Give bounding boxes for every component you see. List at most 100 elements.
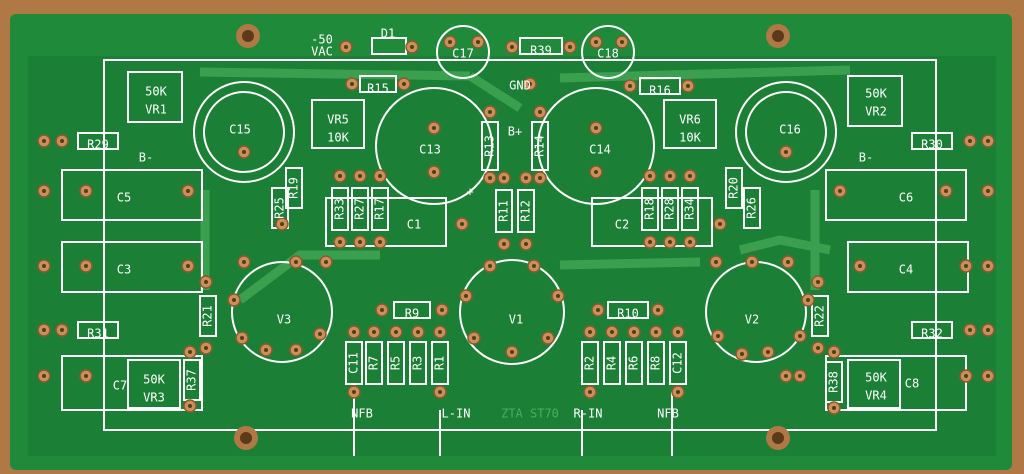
pad-drill-hole bbox=[472, 336, 476, 340]
pad-drill-hole bbox=[410, 45, 414, 49]
silk-label-vr6-value: 10K bbox=[679, 131, 701, 145]
pad-drill-hole bbox=[438, 390, 442, 394]
pad-drill-hole bbox=[476, 40, 480, 44]
pad-drill-hole bbox=[60, 328, 64, 332]
silk-label-r30: R30 bbox=[921, 138, 943, 152]
pad-drill-hole bbox=[204, 346, 208, 350]
pad-drill-hole bbox=[740, 352, 744, 356]
pad-drill-hole bbox=[42, 189, 46, 193]
pad-drill-hole bbox=[676, 330, 680, 334]
solder-pads bbox=[37, 35, 995, 415]
pad-drill-hole bbox=[42, 328, 46, 332]
silk-label-c3: C3 bbox=[117, 263, 131, 277]
silk-label-r27: R27 bbox=[353, 198, 367, 220]
pad-drill-hole bbox=[528, 82, 532, 86]
silk-label-c6: C6 bbox=[899, 191, 913, 205]
pad-drill-hole bbox=[488, 264, 492, 268]
silk-label-r19: R19 bbox=[287, 177, 301, 199]
pad-drill-hole bbox=[964, 264, 968, 268]
pad-drill-hole bbox=[716, 334, 720, 338]
pad-drill-hole bbox=[784, 374, 788, 378]
pad-drill-hole bbox=[464, 294, 468, 298]
pad-drill-hole bbox=[380, 308, 384, 312]
pad-drill-hole bbox=[986, 189, 990, 193]
pad-drill-hole bbox=[510, 350, 514, 354]
pad-drill-hole bbox=[378, 174, 382, 178]
pad-drill-hole bbox=[502, 242, 506, 246]
pad-drill-hole bbox=[188, 350, 192, 354]
silk-label-vr6: VR6 bbox=[679, 113, 701, 127]
silk-label-r28: R28 bbox=[663, 198, 677, 220]
silk-label-c16: C16 bbox=[779, 123, 801, 137]
pad-drill-hole bbox=[372, 330, 376, 334]
silk-label-r11: R11 bbox=[497, 200, 511, 222]
silk-label-vr5: VR5 bbox=[327, 113, 349, 127]
silk-label-vr4-value: 50K bbox=[865, 371, 887, 385]
pad-drill-hole bbox=[718, 222, 722, 226]
pad-drill-hole bbox=[60, 139, 64, 143]
silk-label-r37: R37 bbox=[185, 369, 199, 391]
silk-label-r26: R26 bbox=[745, 197, 759, 219]
pad-drill-hole bbox=[460, 222, 464, 226]
pad-drill-hole bbox=[394, 330, 398, 334]
pad-drill-hole bbox=[750, 260, 754, 264]
silk-label-l-in: L-IN bbox=[442, 407, 471, 421]
silk-label-c11: C11 bbox=[347, 352, 361, 374]
silk-label-r-in: R-IN bbox=[574, 407, 603, 421]
silk-label-nfb-left: NFB bbox=[351, 407, 373, 421]
silk-label-c5: C5 bbox=[117, 191, 131, 205]
pad-drill-hole bbox=[294, 348, 298, 352]
silkscreen-frame bbox=[103, 59, 937, 431]
silk-label-r21: R21 bbox=[201, 305, 215, 327]
resistor-outlines bbox=[77, 75, 953, 403]
silk-label-r4: R4 bbox=[605, 356, 619, 370]
silk-label-r13: R13 bbox=[483, 135, 497, 157]
silk-label-r16: R16 bbox=[649, 84, 671, 98]
pad-drill-hole bbox=[204, 280, 208, 284]
pad-drill-hole bbox=[242, 260, 246, 264]
silk-label-r17: R17 bbox=[373, 198, 387, 220]
silk-label-vac-minus: -50 bbox=[311, 33, 333, 47]
pad-drill-hole bbox=[524, 176, 528, 180]
silk-label-v3: V3 bbox=[277, 313, 291, 327]
pad-drill-hole bbox=[358, 174, 362, 178]
silk-label-c18: C18 bbox=[597, 47, 619, 61]
pad-drill-hole bbox=[232, 298, 236, 302]
pad-drill-hole bbox=[858, 264, 862, 268]
component-outlines bbox=[61, 37, 969, 411]
pad-drill-hole bbox=[378, 240, 382, 244]
silk-label-c2: C2 bbox=[615, 218, 629, 232]
pad-drill-hole bbox=[416, 330, 420, 334]
pad-drill-hole bbox=[594, 126, 598, 130]
pad-drill-hole bbox=[438, 330, 442, 334]
ground-plane bbox=[28, 56, 996, 456]
electrolytic-capacitors bbox=[193, 25, 837, 205]
copper-traces bbox=[199, 65, 851, 304]
pad-drill-hole bbox=[338, 240, 342, 244]
silk-label-c12: C12 bbox=[671, 352, 685, 374]
silk-label-gnd: GND bbox=[509, 79, 531, 93]
pad-drill-hole bbox=[186, 189, 190, 193]
pad-drill-hole bbox=[448, 40, 452, 44]
pad-drill-hole bbox=[620, 40, 624, 44]
pad-drill-hole bbox=[688, 240, 692, 244]
silk-label-c1: C1 bbox=[407, 218, 421, 232]
pad-drill-hole bbox=[524, 242, 528, 246]
pad-drill-hole bbox=[648, 240, 652, 244]
pad-drill-hole bbox=[242, 150, 246, 154]
pad-drill-hole bbox=[816, 280, 820, 284]
silk-label-bminus-right: B- bbox=[859, 151, 873, 165]
pad-drill-hole bbox=[240, 336, 244, 340]
pad-drill-hole bbox=[84, 189, 88, 193]
silk-label-r6: R6 bbox=[627, 356, 641, 370]
silk-label-r8: R8 bbox=[649, 356, 663, 370]
silk-label-vr4: VR4 bbox=[865, 389, 887, 403]
pad-drill-hole bbox=[324, 260, 328, 264]
pad-drill-hole bbox=[784, 150, 788, 154]
pad-drill-hole bbox=[964, 374, 968, 378]
silk-label-r39: R39 bbox=[530, 44, 552, 58]
silk-label-r38: R38 bbox=[827, 371, 841, 393]
pad-drill-hole bbox=[766, 350, 770, 354]
silk-label-vr1-value: 50K bbox=[145, 85, 167, 99]
